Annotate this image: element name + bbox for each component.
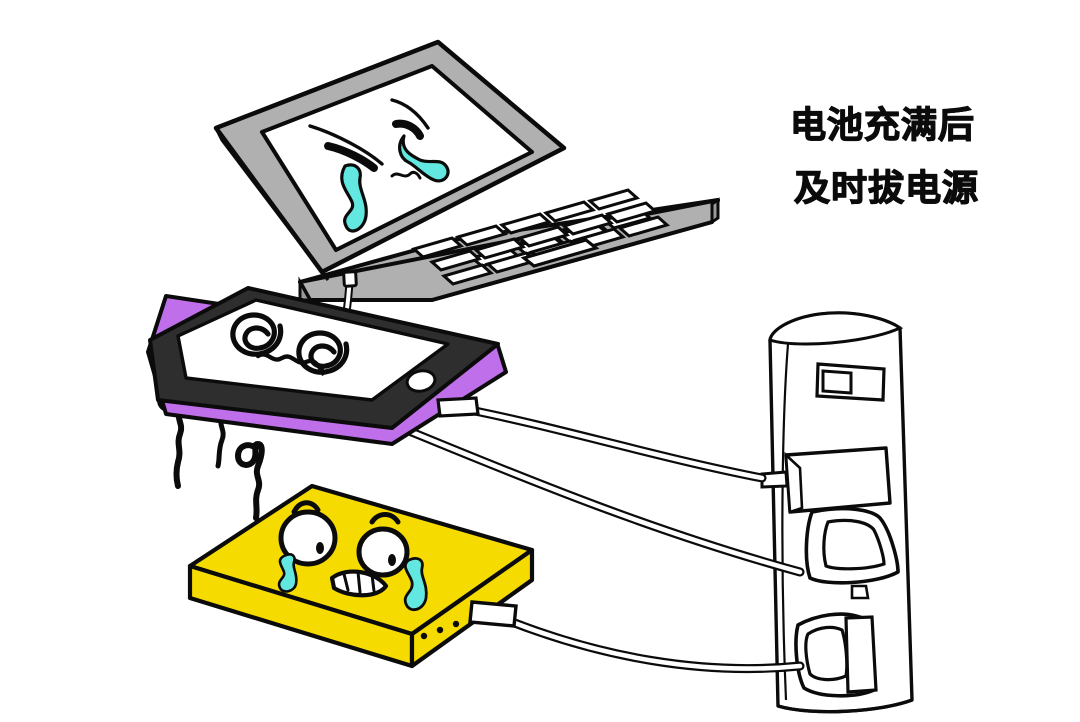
power-strip-top-cap — [768, 311, 904, 346]
adapter-middle-inner — [822, 518, 886, 571]
power-bank[interactable] — [187, 483, 535, 669]
power-bank-eye-right — [356, 526, 410, 578]
phone-dizzy-face — [230, 312, 350, 376]
phone-eye-left-spiral — [230, 312, 284, 357]
steam-squiggle-2 — [234, 440, 265, 521]
power-bank-tear-right — [403, 557, 428, 612]
caption-line-2: 及时拔电源 — [793, 168, 980, 210]
phone-mouth-tip — [318, 368, 330, 376]
power-strip[interactable] — [760, 311, 914, 714]
phone-eye-right-spiral — [296, 330, 350, 375]
plug-adapter-bottom[interactable] — [794, 612, 878, 698]
adapter-top-plug-tip — [760, 470, 789, 489]
laptop-crying-face — [308, 98, 450, 233]
led-dot-2 — [436, 626, 444, 634]
laptop-trackpad[interactable] — [520, 238, 600, 268]
laptop-base-right-edge — [710, 197, 720, 225]
power-bank-pupil-right — [388, 554, 396, 566]
power-strip-bottom-edge — [777, 698, 913, 714]
adapter-middle-cable-neck — [850, 584, 870, 600]
phone-charge-connector — [436, 396, 480, 418]
laptop-eye-left — [324, 142, 378, 172]
power-bank-pupil-left — [316, 542, 324, 554]
power-bank-eyebrow-left — [291, 500, 321, 515]
cable-group — [387, 405, 805, 674]
led-dot-1 — [420, 632, 428, 640]
laptop-eye-right — [392, 119, 424, 140]
laptop-mouth — [390, 170, 422, 180]
laptop-screen — [260, 64, 534, 252]
power-bank-eyebrow-right — [369, 512, 401, 525]
phone-mouth — [255, 352, 325, 373]
adapter-top-side — [784, 451, 804, 514]
cable-laptop-to-strip — [387, 419, 805, 577]
phone-home-button[interactable] — [405, 368, 437, 393]
power-switch-rocker — [821, 369, 853, 395]
power-switch[interactable] — [815, 362, 886, 402]
plug-adapter-middle[interactable] — [804, 506, 900, 600]
power-bank-tear-left — [277, 553, 298, 593]
led-dot-3 — [452, 620, 460, 628]
plug-adapter-top[interactable] — [760, 446, 892, 514]
power-bank-mouth-teeth — [342, 570, 376, 594]
laptop-cable-connector — [342, 270, 358, 288]
laptop-eye-right-lash — [390, 98, 430, 130]
laptop-keyboard[interactable] — [410, 188, 671, 286]
smartphone[interactable] — [146, 286, 508, 446]
cable-powerbank-to-strip — [507, 617, 805, 674]
adapter-bottom-inner — [804, 625, 849, 682]
adapter-bottom-face — [844, 615, 878, 694]
power-bank-face — [277, 500, 428, 612]
power-bank-charge-connector — [468, 600, 518, 628]
laptop-eye-left-lash — [308, 124, 384, 166]
laptop[interactable] — [213, 39, 720, 326]
cable-phone-to-strip — [465, 405, 767, 483]
caption-block: 电池充满后 及时拔电源 — [789, 100, 1020, 214]
power-bank-led-indicators — [420, 620, 460, 640]
caption-line-1: 电池充满后 — [789, 104, 976, 146]
power-strip-edge-fold — [781, 343, 790, 701]
laptop-tear-left — [340, 163, 368, 233]
laptop-tear-right — [398, 134, 450, 183]
laptop-lid-left-edge — [214, 127, 330, 281]
